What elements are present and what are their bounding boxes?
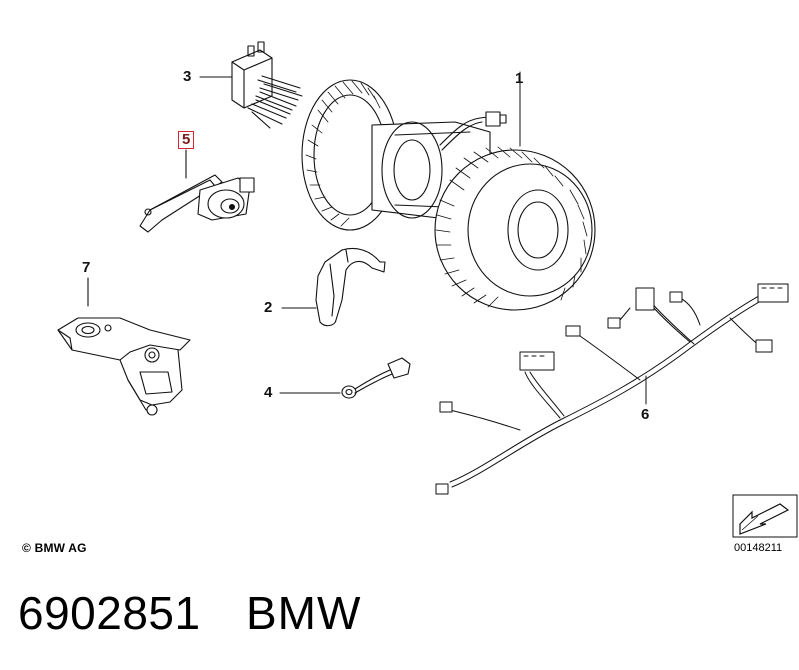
callout-6: 6 — [641, 406, 650, 423]
callout-7: 7 — [82, 259, 91, 276]
callout-4: 4 — [264, 384, 273, 401]
diagram-reference-number: 00148211 — [734, 542, 783, 554]
part-number: 6902851 — [18, 587, 201, 639]
sensor-part-4 — [279, 357, 411, 399]
resistor-part-3 — [199, 41, 303, 129]
callout-1: 1 — [515, 70, 524, 87]
bracket-part-7 — [57, 277, 191, 416]
callout-5-highlighted: 5 — [178, 131, 195, 149]
view-direction-arrow-icon — [732, 494, 798, 538]
holder-part-2 — [281, 247, 386, 327]
brand-name: BMW — [246, 587, 362, 639]
actuator-part-5 — [139, 149, 255, 233]
copyright-text: © BMW AG — [22, 541, 87, 555]
wiring-harness-part-6 — [435, 283, 789, 495]
callout-3: 3 — [183, 68, 192, 85]
callout-2: 2 — [264, 299, 273, 316]
blower-motor-part-1 — [301, 71, 596, 311]
